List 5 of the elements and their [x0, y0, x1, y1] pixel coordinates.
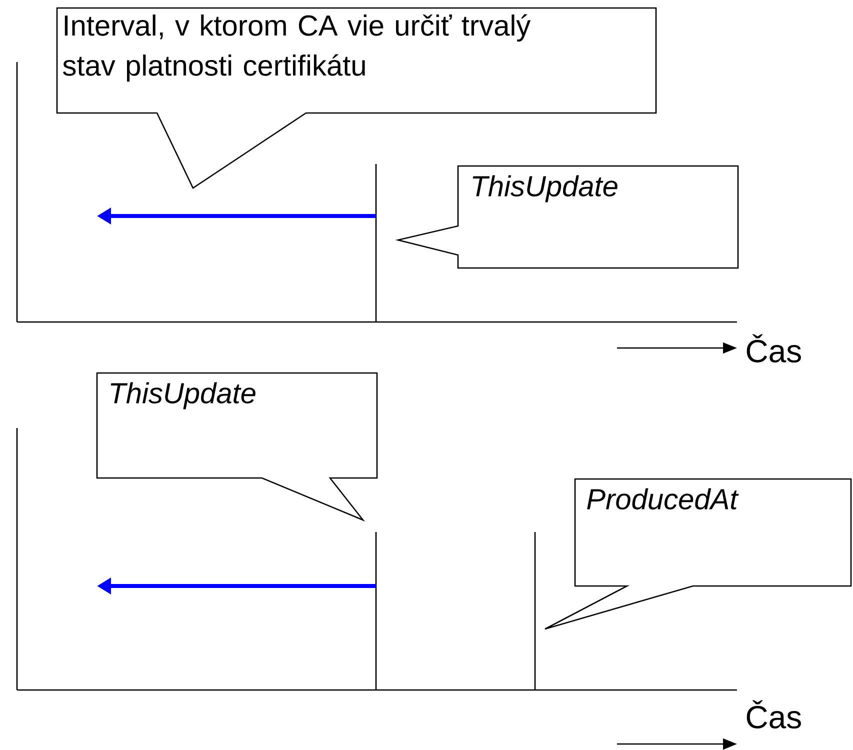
callout-box: ThisUpdate: [395, 165, 739, 269]
axis-label: Čas: [746, 700, 801, 728]
callout-box: ProducedAt: [544, 478, 852, 630]
axis-label: Čas: [746, 334, 801, 362]
callout-box: ThisUpdate: [96, 372, 378, 522]
